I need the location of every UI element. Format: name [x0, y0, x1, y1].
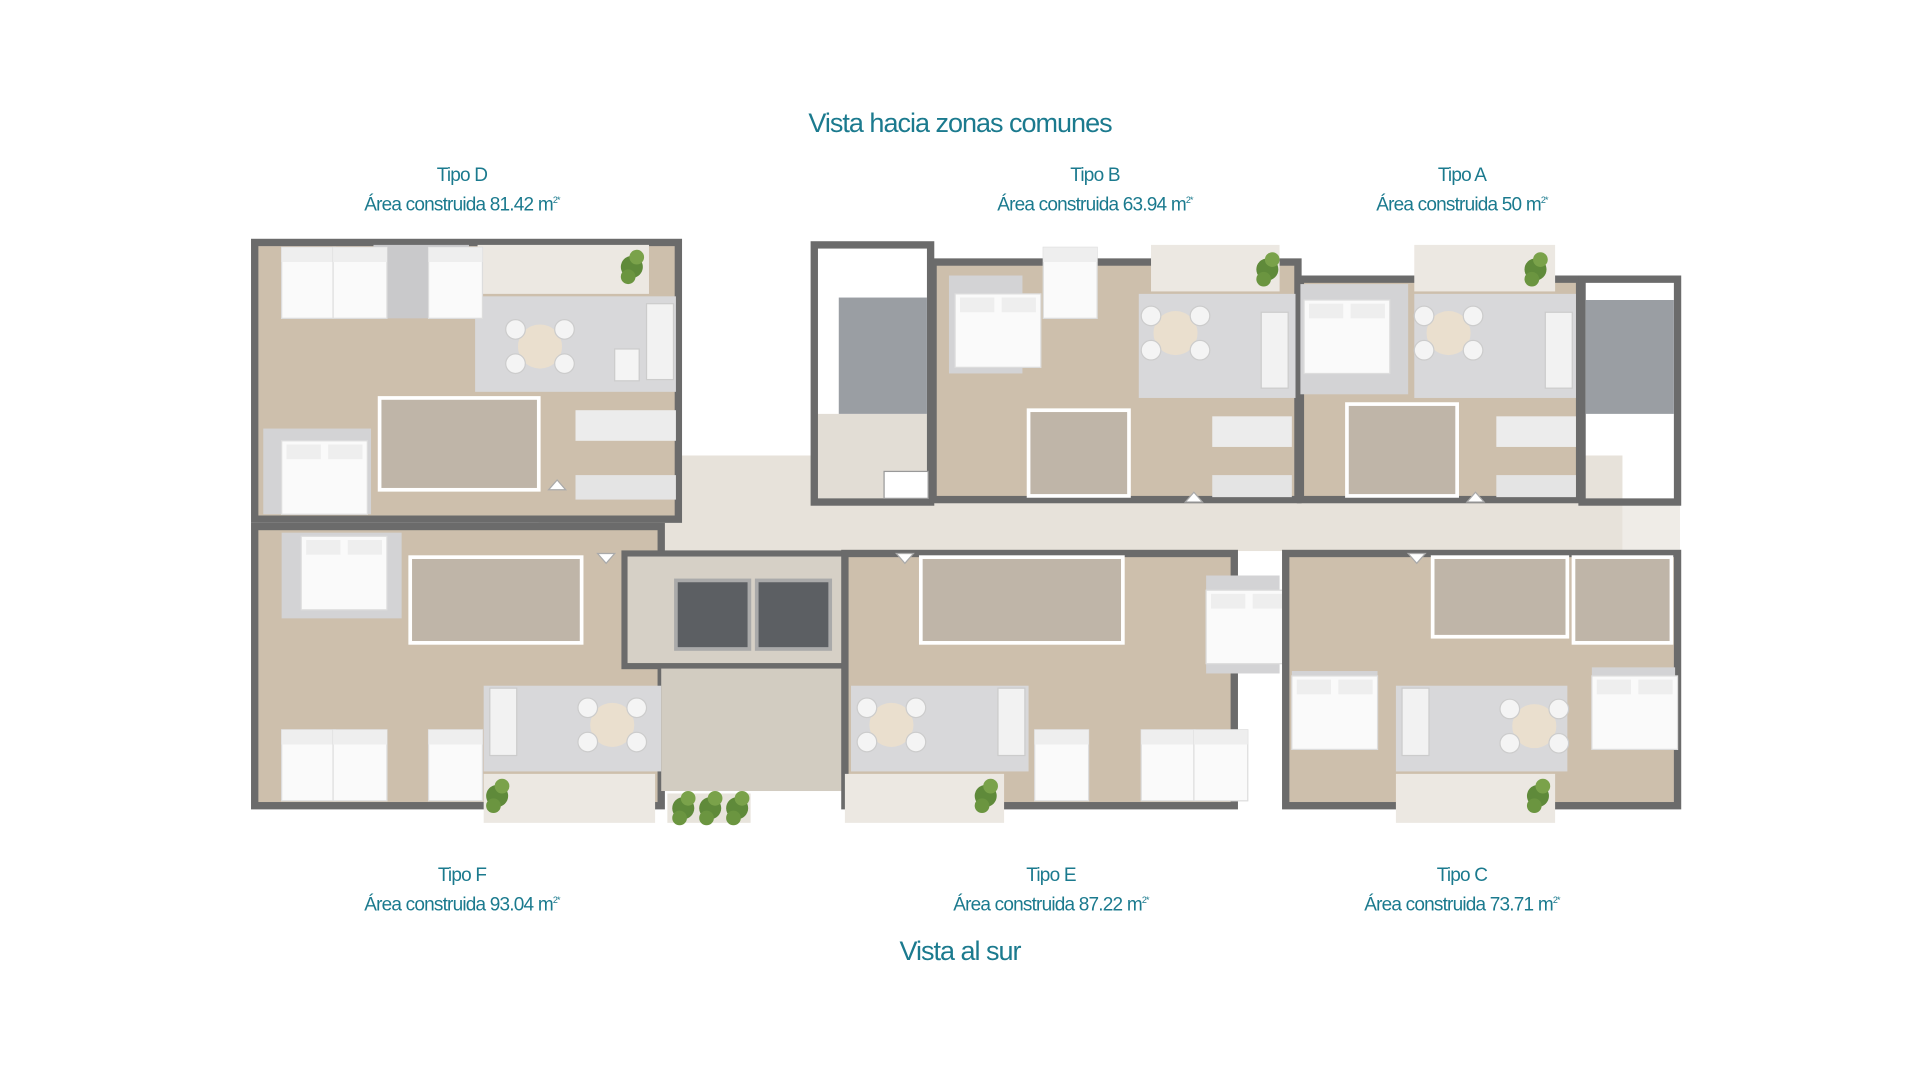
unit-area: Área construida 81.42: [364, 194, 534, 216]
area-unit: m: [537, 194, 554, 216]
unit-area: Área construida 50: [1376, 194, 1522, 216]
unit-type: Tipo E: [1026, 865, 1076, 886]
stairwell-left: [810, 241, 935, 506]
unit-area: Área construida 73.71: [1364, 894, 1534, 916]
unit-type: Tipo D: [436, 165, 488, 186]
stairwell-right: [1578, 275, 1682, 506]
unit-label-tipo-c: Tipo C Área construida 73.71 m2*: [1262, 863, 1662, 917]
area-unit-sup: 2*: [1141, 895, 1150, 905]
unit-label-tipo-e: Tipo E Área construida 87.22 m2*: [851, 863, 1251, 917]
area-unit-sup: 2*: [552, 895, 561, 905]
unit-label-tipo-b: Tipo B Área construida 63.94 m2*: [895, 163, 1295, 217]
unit-tipo-b: [929, 244, 1302, 504]
unit-label-tipo-d: Tipo D Área construida 81.42 m2*: [262, 163, 662, 217]
view-title-common-areas: Vista hacia zonas comunes: [808, 108, 1112, 138]
unit-area: Área construida 63.94: [997, 194, 1167, 216]
area-unit: m: [1126, 894, 1143, 916]
unit-tipo-c: [1282, 549, 1682, 823]
unit-type: Tipo C: [1436, 865, 1488, 886]
view-title-south: Vista al sur: [899, 936, 1021, 966]
unit-tipo-f: [251, 522, 665, 823]
area-unit: m: [1537, 894, 1554, 916]
area-unit: m: [1170, 194, 1187, 216]
area-unit: m: [537, 894, 554, 916]
area-unit: m: [1525, 194, 1542, 216]
unit-label-tipo-a: Tipo A Área construida 50 m2*: [1262, 163, 1662, 217]
elevator-2: [754, 578, 833, 651]
area-unit-sup: 2*: [1185, 195, 1194, 205]
unit-tipo-d: [251, 238, 683, 523]
unit-type: Tipo A: [1437, 165, 1487, 186]
unit-tipo-e: [841, 549, 1293, 823]
elevator-core: [621, 550, 885, 826]
unit-tipo-a: [1296, 244, 1584, 504]
unit-type: Tipo B: [1070, 165, 1120, 186]
elevator-1: [674, 578, 752, 651]
unit-area: Área construida 87.22: [953, 894, 1123, 916]
area-unit-sup: 2*: [1552, 895, 1561, 905]
area-unit-sup: 2*: [552, 195, 561, 205]
unit-type: Tipo F: [437, 865, 487, 886]
unit-area: Área construida 93.04: [364, 894, 534, 916]
unit-label-tipo-f: Tipo F Área construida 93.04 m2*: [262, 863, 662, 917]
area-unit-sup: 2*: [1540, 195, 1549, 205]
